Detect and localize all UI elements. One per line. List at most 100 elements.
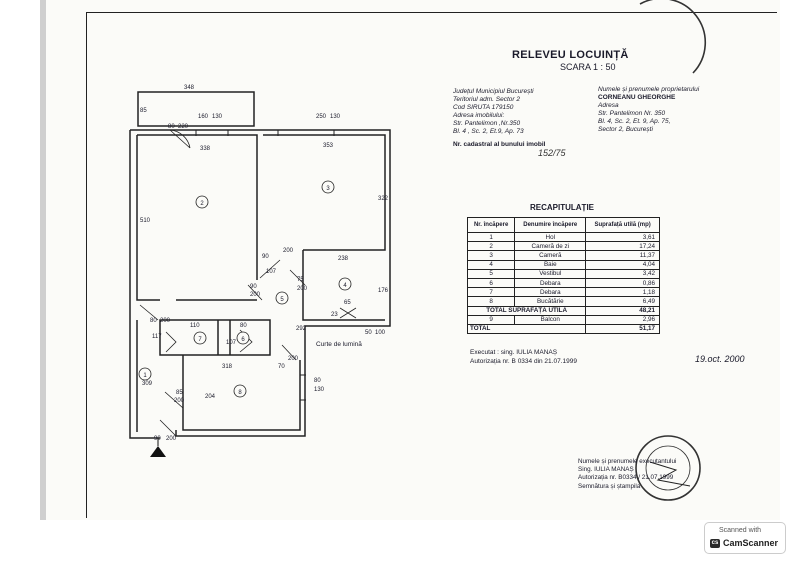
cell-area: 1,18: [585, 287, 660, 298]
room-8-number: 8: [238, 390, 242, 396]
dim-label: 200: [250, 292, 261, 298]
footer-line4: Semnătura și ștampila: [578, 482, 641, 490]
dim-label: 50: [365, 330, 372, 336]
cell-nr: 8: [466, 296, 516, 307]
dim-label: 80: [150, 318, 157, 324]
cell-nr: 7: [466, 287, 516, 298]
balcon-label: Balcon: [514, 314, 587, 325]
owner-info: Numele și prenumele proprietarului CORNE…: [598, 86, 699, 134]
dim-label: 80: [240, 323, 247, 329]
executor-line1: Executat : sing. IULIA MANAȘ: [470, 349, 558, 356]
room-marker-4: [338, 277, 352, 291]
balcon-row: 9 Balcon 2,96: [466, 314, 660, 325]
cell-area: 6,49: [585, 296, 660, 307]
dim-label: 353: [323, 143, 334, 149]
drawing-frame: [86, 12, 777, 518]
siruta-label: Cod SIRUTA: [453, 104, 490, 111]
entrance-arrow-icon: [150, 446, 166, 457]
dim-label: 130: [330, 114, 341, 120]
footer-block: Numele și prenumele executantului Sing. …: [578, 458, 676, 491]
document-title: RELEVEU LOCUINȚĂ: [512, 49, 629, 61]
total-row: TOTAL 51,17: [466, 323, 660, 335]
dim-label: 204: [205, 394, 216, 400]
room-marker-1: [138, 367, 152, 381]
siruta-value: 179150: [491, 104, 514, 111]
cell-nr: 2: [466, 241, 516, 252]
stamp-top-right: [639, 0, 707, 74]
executor-block: Executat : sing. IULIA MANAȘ Autorizația…: [470, 348, 577, 366]
recap-title: RECAPITULAȚIE: [530, 203, 594, 212]
total-util-row: TOTAL SUPRAFAȚĂ UTILĂ 48,21: [466, 305, 660, 316]
dim-label: 75: [297, 277, 304, 283]
dim-label: 220: [178, 124, 189, 130]
owner-addr2: Bl. 4, Sc. 2, Et. 9, Ap. 75,: [598, 118, 671, 125]
dim-label: 110: [190, 323, 200, 329]
cell-name: Baie: [514, 259, 587, 270]
room-7-number: 7: [198, 337, 202, 343]
total-label: TOTAL: [466, 323, 587, 335]
dim-label: 309: [142, 381, 153, 387]
owner-label: Numele și prenumele proprietarului: [598, 86, 700, 93]
total-util-value: 48,21: [585, 305, 660, 316]
dim-label: 130: [212, 114, 223, 120]
cell-nr: 4: [466, 259, 516, 270]
cell-area: 0,86: [585, 277, 660, 289]
cadastral-value: 152/75: [538, 148, 566, 158]
footer-line1: Numele și prenumele executantului: [578, 458, 677, 465]
cell-area: 3,42: [585, 268, 660, 279]
dim-label: 107: [226, 340, 237, 346]
cell-area: 3,61: [585, 231, 660, 243]
document-scale: SCARA 1 : 50: [560, 62, 616, 72]
cell-nr: 5: [466, 268, 516, 279]
recap-header-row: Nr. încăpere Denumire încăpere Suprafață…: [466, 217, 660, 233]
footer-line3: Autorizația nr. B0334 / 21.07.1999: [578, 474, 674, 482]
dim-label: 176: [378, 288, 389, 294]
cell-name: Cameră de zi: [514, 241, 587, 252]
room-3-number: 3: [326, 186, 330, 192]
col-area-header: Suprafață utilă (mp): [585, 217, 660, 233]
cell-name: Vestibul: [514, 268, 587, 279]
dim-label: 200: [297, 286, 308, 292]
camscanner-logo-icon: cs: [710, 539, 720, 548]
county-label: Județul: [453, 88, 474, 95]
dim-label: 130: [314, 387, 325, 393]
room-6-number: 6: [241, 337, 245, 343]
cell-name: Hol: [514, 231, 587, 243]
outer-wall-left: [129, 130, 160, 439]
dim-label: 510: [140, 218, 151, 224]
total-util-label: TOTAL SUPRAFAȚĂ UTILĂ: [466, 305, 587, 316]
room-1-number: 1: [143, 373, 147, 379]
dim-label: 80: [314, 378, 321, 384]
cell-area: 4,04: [585, 259, 660, 270]
dim-label: 200: [283, 248, 294, 254]
cell-name: Debara: [514, 277, 587, 289]
dim-label: 85: [176, 390, 183, 396]
owner-addr-label: Adresa: [598, 102, 619, 109]
room-2-number: 2: [200, 201, 204, 207]
dim-label: 338: [200, 146, 211, 152]
dim-label: 322: [378, 196, 389, 202]
dim-label: 65: [344, 300, 351, 306]
address-label: Adresa imobilului:: [453, 112, 505, 119]
owner-addr3: Sector 2, București: [598, 126, 653, 133]
room-5-number: 5: [280, 297, 284, 303]
owner-addr1: Str. Pantelimon Nr. 350: [598, 110, 666, 117]
scanner-badge: [704, 522, 786, 554]
balcon-nr: 9: [466, 314, 516, 325]
dim-label: 200: [288, 356, 299, 362]
property-info: Județul Municipiul București Teritoriul …: [453, 88, 534, 136]
scanner-brand: CamScanner: [723, 538, 779, 548]
cell-area: 17,24: [585, 241, 660, 252]
room-marker-5: [275, 291, 289, 305]
dim-label: 80: [168, 124, 175, 130]
dim-label: 348: [184, 85, 195, 91]
dim-label: 200: [174, 398, 185, 404]
